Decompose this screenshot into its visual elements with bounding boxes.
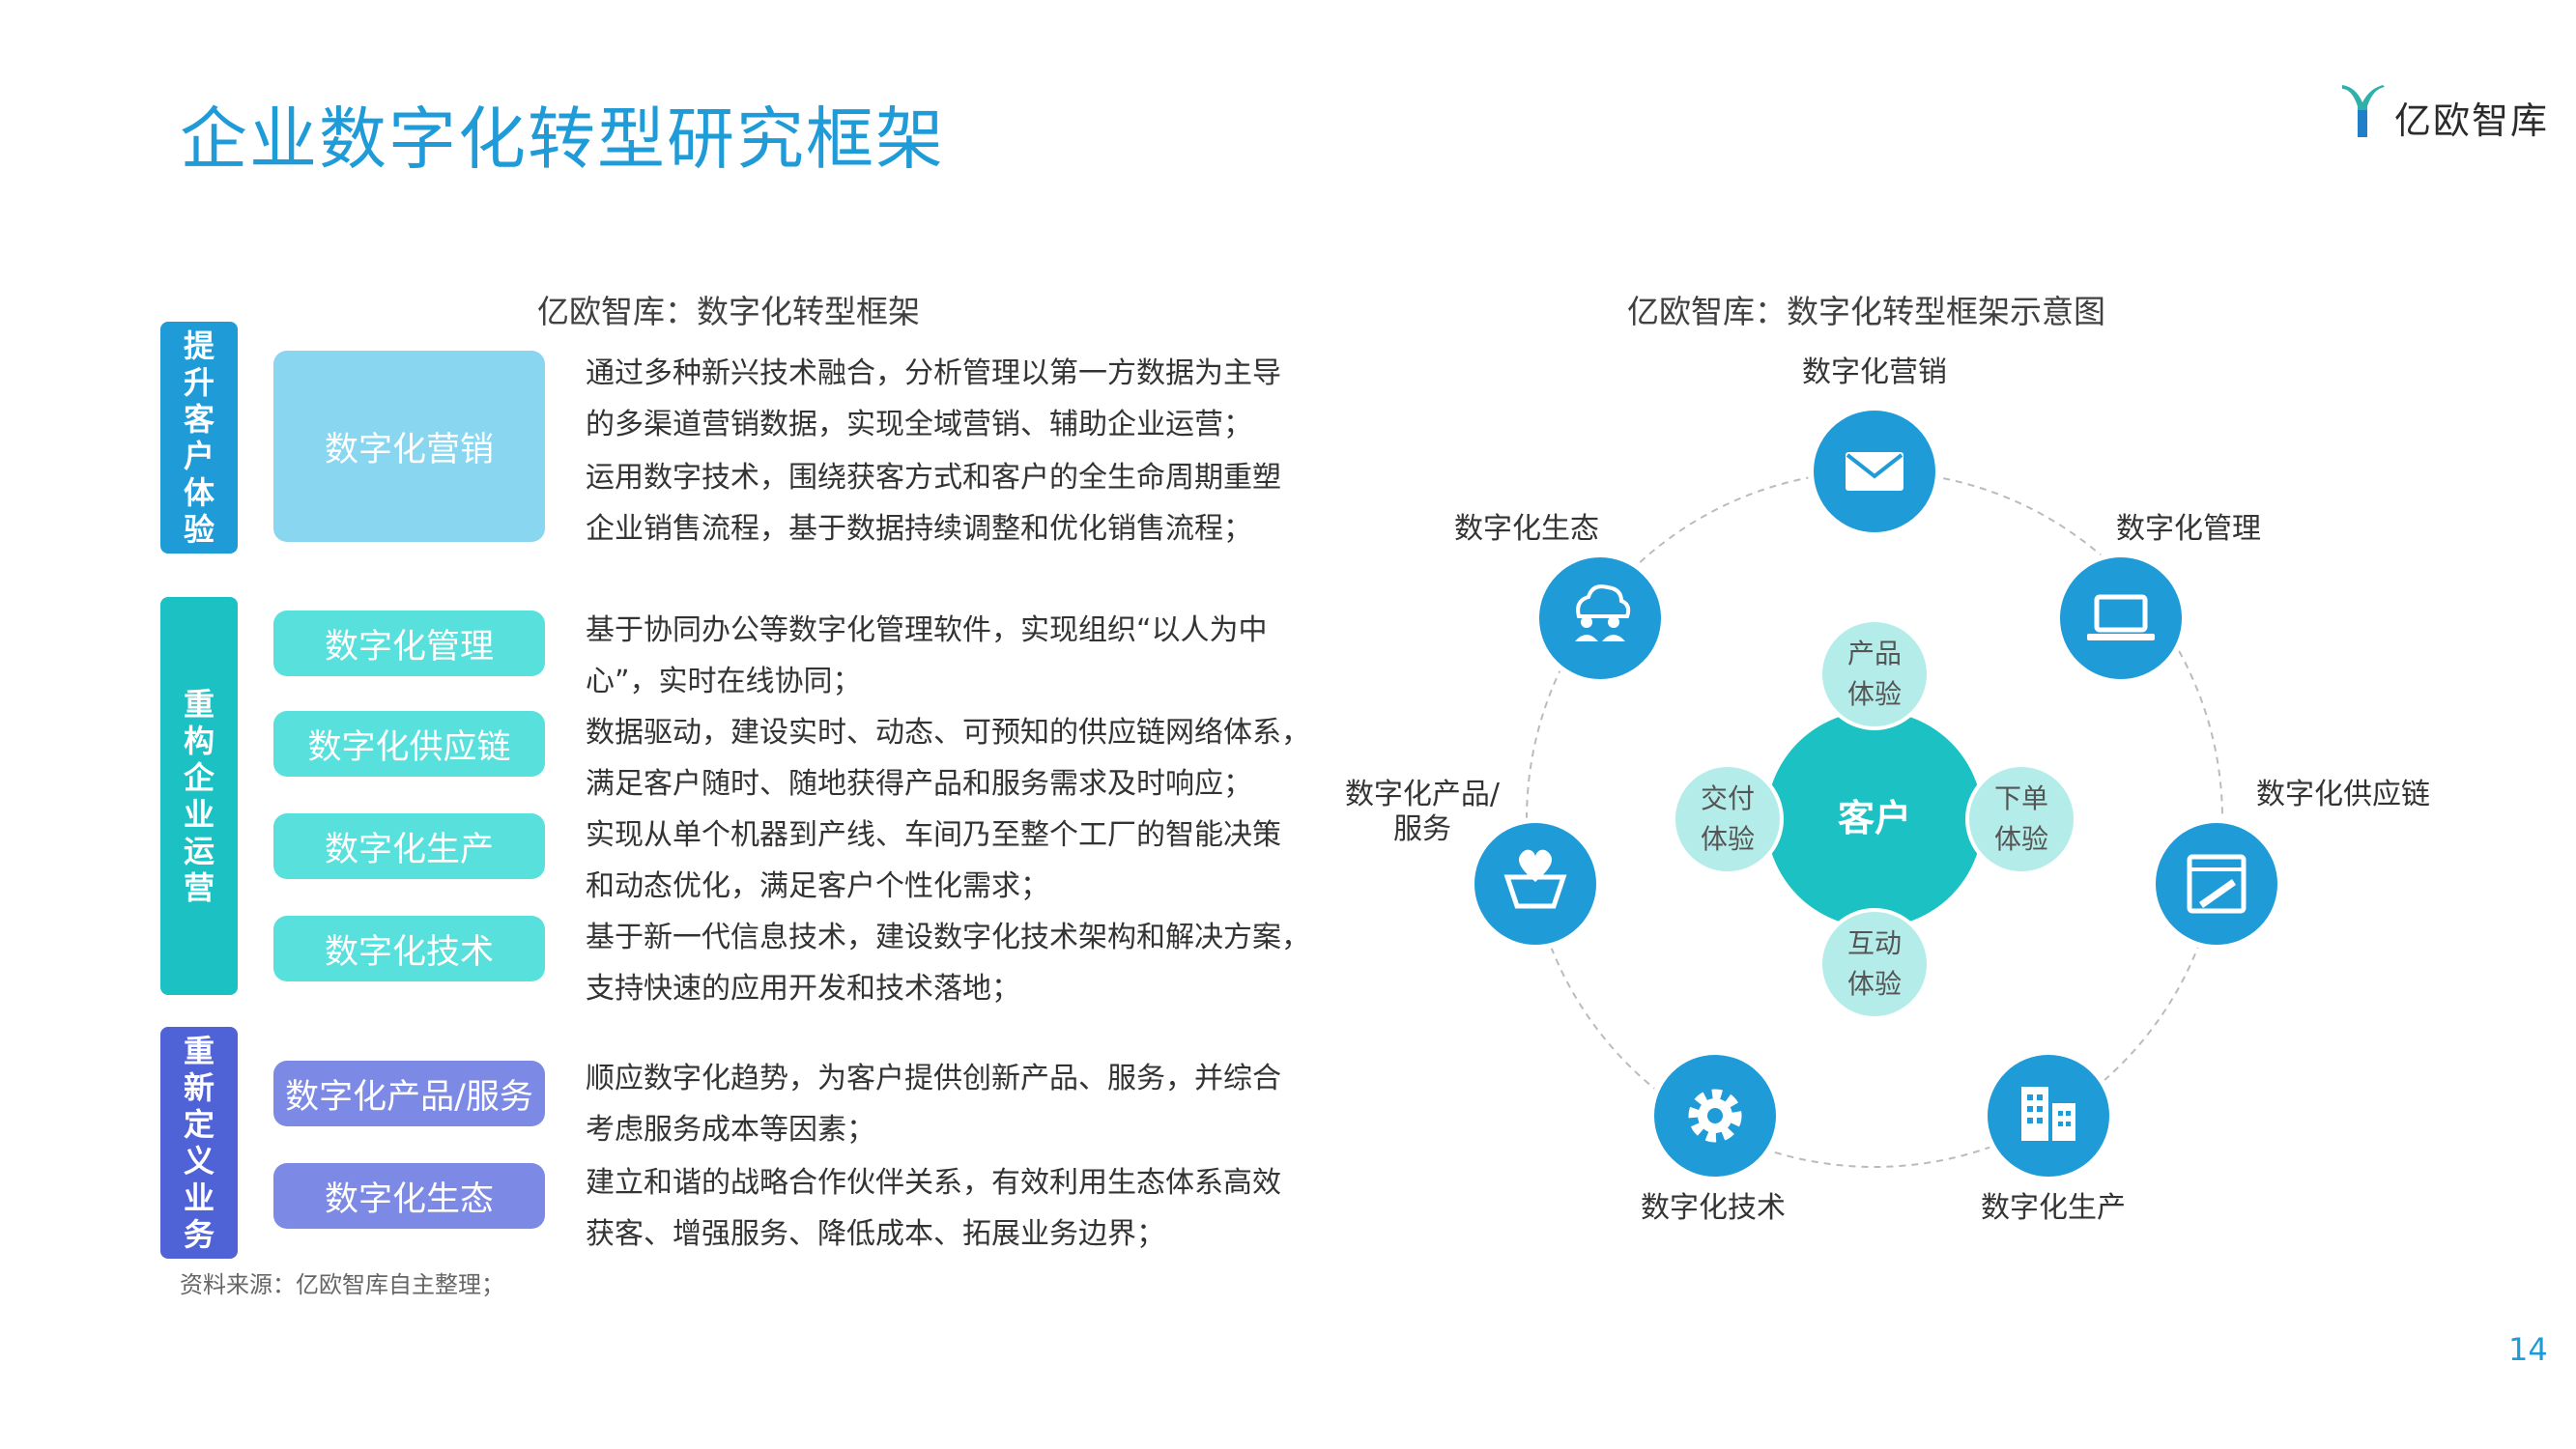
desc-line: 企业销售流程，基于数据持续调整和优化销售流程； [586, 512, 1252, 546]
envelope-icon [1846, 452, 1903, 491]
source-note: 资料来源：亿欧智库自主整理； [180, 1271, 504, 1298]
node-management: 数字化管理 [2054, 512, 2261, 685]
group-label-business: 重新定义业务 [160, 1027, 238, 1259]
node-marketing: 数字化营销 [1802, 355, 1947, 538]
desc-line: 和动态优化，满足客户个性化需求； [586, 869, 1049, 903]
inner-label: 产品 [1847, 638, 1902, 669]
page-number: 14 [2508, 1331, 2548, 1368]
box-marketing: 数字化营销 [273, 351, 545, 542]
laptop-icon [2087, 594, 2155, 640]
desc-line: 的多渠道营销数据，实现全域营销、辅助企业运营； [586, 408, 1252, 441]
node-label: 数字化技术 [1641, 1191, 1786, 1225]
gear-icon [1688, 1089, 1742, 1143]
inner-label: 下单 [1994, 782, 2048, 814]
inner-product-experience: 产品 体验 [1818, 618, 1931, 730]
box-supply-chain: 数字化供应链 [273, 711, 545, 777]
group-label-operations: 重构企业运营 [160, 597, 238, 995]
heart-basket-icon [1503, 849, 1567, 909]
box-technology: 数字化技术 [273, 916, 545, 981]
logo: 亿欧智库 [2338, 83, 2561, 142]
group-label-customer: 提升客户体验 [160, 322, 238, 554]
box-management: 数字化管理 [273, 611, 545, 676]
left-subtitle: 亿欧智库：数字化转型框架 [537, 293, 920, 330]
desc-line: 基于新一代信息技术，建设数字化技术架构和解决方案， [586, 921, 1310, 954]
desc-line: 基于协同办公等数字化管理软件，实现组织“以人为中 [586, 613, 1268, 647]
desc-line: 顺应数字化趋势，为客户提供创新产品、服务，并综合 [586, 1062, 1281, 1095]
center-label: 客户 [1838, 797, 1911, 839]
page-title: 企业数字化转型研究框架 [180, 99, 945, 179]
center-circle [1766, 711, 1983, 927]
desc-line: 获客、增强服务、降低成本、拓展业务边界； [586, 1217, 1165, 1251]
inner-label: 交付 [1701, 782, 1755, 814]
transformation-diagram: 客户 产品 体验 下单 体验 互动 体验 交付 体验 数字化营销 数字化管 [1345, 355, 2430, 1225]
node-label: 数字化管理 [2116, 512, 2261, 546]
desc-line: 考虑服务成本等因素； [586, 1113, 875, 1147]
node-supply-chain: 数字化供应链 [2150, 778, 2430, 951]
inner-interaction-experience: 互动 体验 [1818, 908, 1931, 1020]
desc-line: 运用数字技术，围绕获客方式和客户的全生命周期重塑 [586, 461, 1281, 495]
node-label: 数字化产品/ [1345, 778, 1501, 811]
inner-label: 体验 [1847, 968, 1902, 1000]
node-technology: 数字化技术 [1641, 1049, 1786, 1225]
desc-line: 建立和谐的战略合作伙伴关系，有效利用生态体系高效 [586, 1166, 1281, 1200]
node-ecosystem: 数字化生态 [1454, 512, 1667, 685]
inner-label: 体验 [1701, 823, 1755, 855]
inner-label: 体验 [1847, 678, 1902, 710]
inner-label: 体验 [1994, 823, 2048, 855]
node-label: 数字化营销 [1802, 355, 1947, 389]
node-label: 数字化生态 [1454, 512, 1599, 546]
node-product-service: 数字化产品/ 服务 [1345, 778, 1602, 951]
node-label: 服务 [1393, 812, 1451, 846]
box-production: 数字化生产 [273, 813, 545, 879]
inner-delivery-experience: 交付 体验 [1672, 763, 1784, 875]
ruler-window-icon [2187, 854, 2247, 914]
cloud-people-icon [1575, 584, 1631, 641]
inner-order-experience: 下单 体验 [1965, 763, 2077, 875]
desc-line: 满足客户随时、随地获得产品和服务需求及时响应； [586, 767, 1252, 801]
desc-line: 通过多种新兴技术融合，分析管理以第一方数据为主导 [586, 356, 1281, 390]
node-label: 数字化供应链 [2256, 778, 2430, 811]
right-subtitle: 亿欧智库：数字化转型框架示意图 [1627, 293, 2105, 330]
node-production: 数字化生产 [1981, 1049, 2126, 1225]
inner-label: 互动 [1847, 927, 1902, 959]
logo-text: 亿欧智库 [2394, 99, 2550, 142]
desc-line: 数据驱动，建设实时、动态、可预知的供应链网络体系， [586, 716, 1310, 750]
desc-line: 实现从单个机器到产线、车间乃至整个工厂的智能决策 [586, 818, 1281, 852]
building-icon [2021, 1087, 2075, 1141]
logo-mark-icon [2342, 85, 2385, 137]
desc-line: 心”，实时在线协同； [586, 665, 862, 698]
desc-line: 支持快速的应用开发和技术落地； [586, 972, 1020, 1006]
box-product-service: 数字化产品/服务 [273, 1061, 545, 1126]
box-ecosystem: 数字化生态 [273, 1163, 545, 1229]
node-label: 数字化生产 [1981, 1191, 2126, 1225]
